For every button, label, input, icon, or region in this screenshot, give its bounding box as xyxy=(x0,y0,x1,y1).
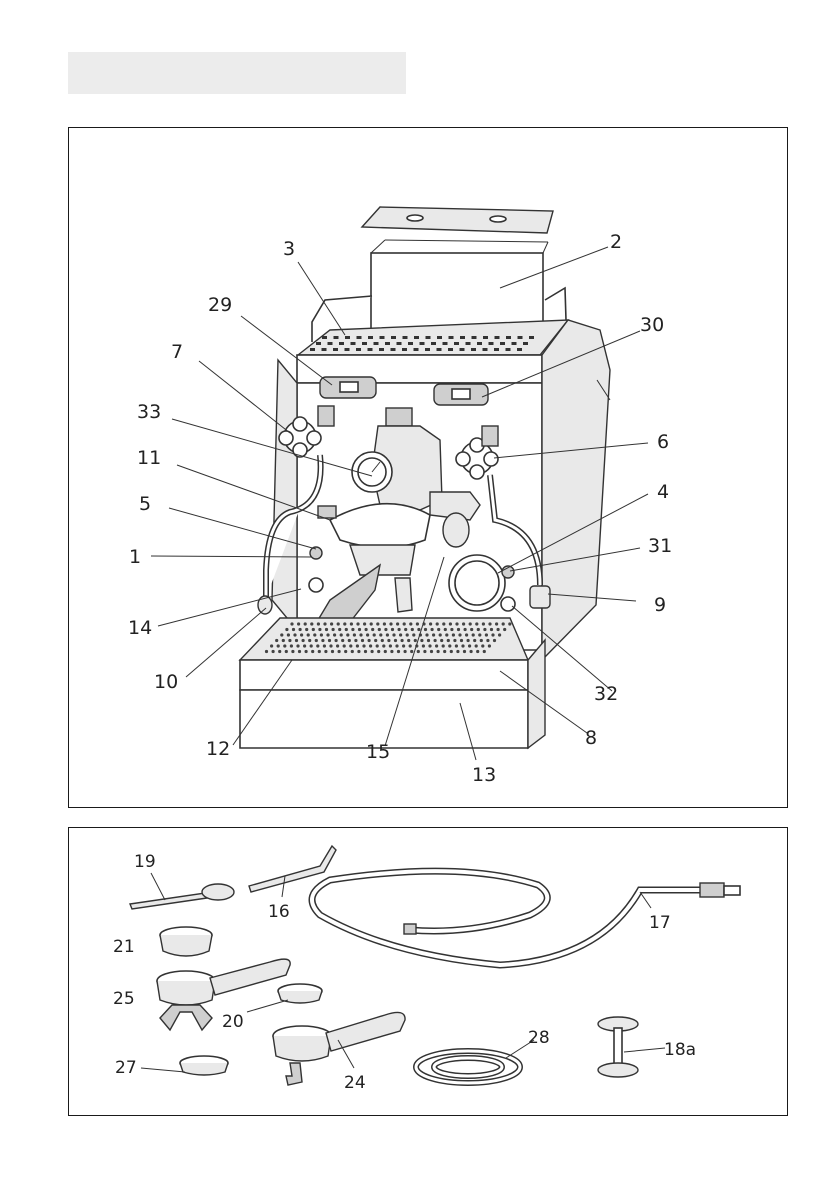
label-33: 33 xyxy=(137,401,161,423)
accessories-diagram-panel xyxy=(68,827,788,1116)
label-13: 13 xyxy=(472,764,496,786)
drip-tray xyxy=(240,618,545,748)
label-6: 6 xyxy=(657,431,669,453)
label-9: 9 xyxy=(654,594,666,616)
label-14: 14 xyxy=(128,617,152,639)
label-4: 4 xyxy=(657,481,669,503)
label-3: 3 xyxy=(283,238,295,260)
label-1: 1 xyxy=(129,546,141,568)
label-15: 15 xyxy=(366,741,390,763)
label-8: 8 xyxy=(585,727,597,749)
label-2: 2 xyxy=(610,231,622,253)
label-11: 11 xyxy=(137,447,161,469)
label-32: 32 xyxy=(594,683,618,705)
cup-warmer-lid xyxy=(362,207,553,233)
label-10: 10 xyxy=(154,671,178,693)
label-29: 29 xyxy=(208,294,232,316)
label-30: 30 xyxy=(640,314,664,336)
label-7: 7 xyxy=(171,341,183,363)
label-5: 5 xyxy=(139,493,151,515)
label-31: 31 xyxy=(648,535,672,557)
label-12: 12 xyxy=(206,738,230,760)
